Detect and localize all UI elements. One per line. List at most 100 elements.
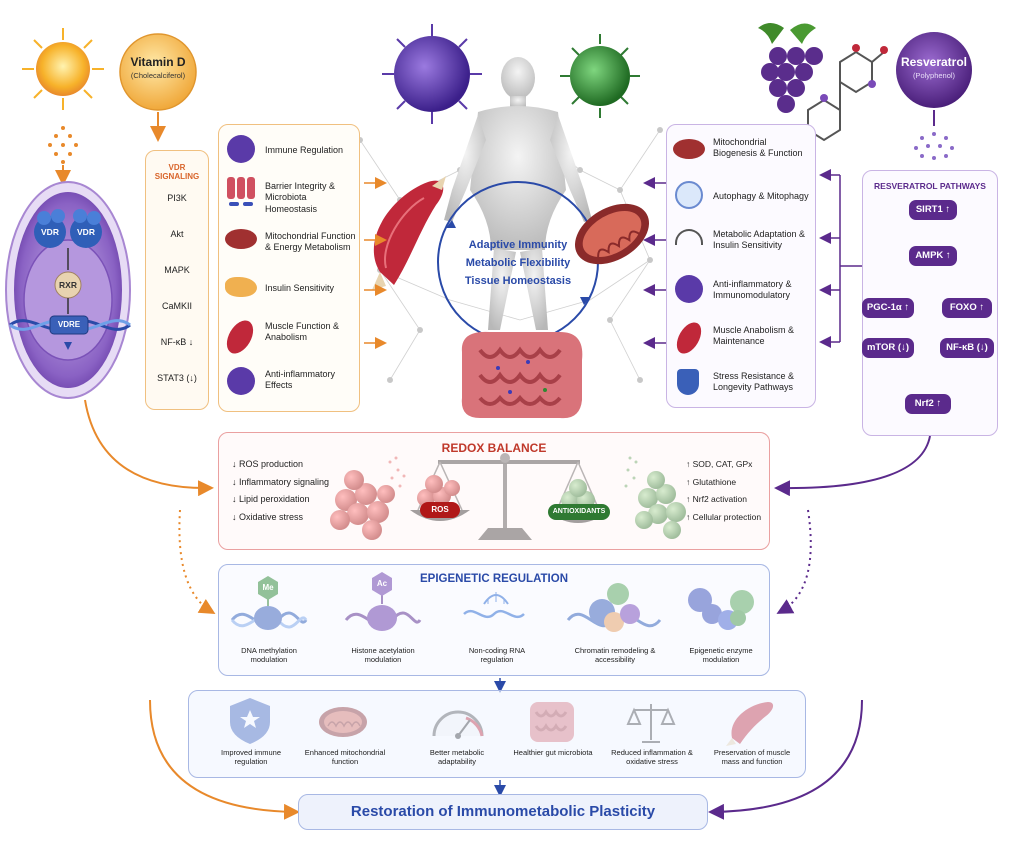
human-body-illustration	[444, 57, 592, 330]
resveratrol-bubble	[896, 32, 972, 108]
resveratrol-label: Resveratrol (Polyphenol)	[896, 55, 972, 80]
barrier-cells-icon	[227, 177, 255, 207]
final-outcome-label: Restoration of Immunometabolic Plasticit…	[350, 803, 656, 820]
ros-pan-label: ROS	[420, 502, 460, 518]
redox-glutathione: ↑ Glutathione	[686, 476, 737, 487]
epi-chromatin-remodeling: Chromatin remodeling & accessibility	[574, 646, 656, 665]
vitamin-d-title: Vitamin D	[130, 55, 186, 69]
vdr-step-camkii: CaMKII	[161, 301, 192, 311]
vdr-step-mapk: MAPK	[164, 265, 190, 275]
vitamin-d-bubble	[119, 33, 197, 111]
acetyl-tag-label: Ac	[376, 579, 388, 588]
res-effect-muscle: Muscle Anabolism & Maintenance	[713, 325, 795, 347]
final-outcome-box: Restoration of Immunometabolic Plasticit…	[298, 794, 708, 830]
epi-enzyme-modulation: Epigenetic enzyme modulation	[689, 646, 753, 665]
redox-ros-production: ↓ ROS production	[232, 459, 304, 469]
outcome-gut: Healthier gut microbiota	[513, 748, 593, 757]
methyl-tag-label: Me	[262, 583, 274, 592]
outcome-inflammation: Reduced inflammation & oxidative stress	[611, 748, 693, 767]
vdr-step-stat3: STAT3 (↓)	[157, 373, 197, 383]
outcome-metabolic: Better metabolic adaptability	[429, 748, 485, 767]
res-effect-metabolic: Metabolic Adaptation & Insulin Sensitivi…	[713, 229, 806, 251]
redox-sod-cat-gpx: ↑ SOD, CAT, GPx	[686, 459, 753, 469]
resveratrol-dots	[914, 132, 954, 160]
pathway-sirt1: SIRT1 ↑	[909, 200, 957, 220]
resveratrol-subtitle: (Polyphenol)	[912, 71, 956, 80]
immunomodulatory-cell-icon	[675, 275, 703, 303]
redox-right-list: ↑ SOD, CAT, GPx ↑ Glutathione ↑ Nrf2 act…	[686, 456, 768, 526]
resveratrol-title: Resveratrol	[900, 55, 968, 69]
vdr-step-nfkb: NF-κB ↓	[160, 337, 194, 347]
outcome-immune: Improved immune regulation	[220, 748, 282, 767]
epi-dna-methylation: DNA methylation modulation	[241, 646, 297, 665]
outcome-mitochondrial: Enhanced mitochondrial function	[304, 748, 386, 767]
vdr-step-akt: Akt	[170, 229, 184, 239]
center-tissue-homeostasis: Tissue Homeostasis	[464, 275, 572, 287]
vdr-signaling-title: VDR SIGNALING	[154, 163, 200, 181]
antioxidants-pan-label: ANTIOXIDANTS	[548, 504, 610, 520]
anti-inflammatory-cell-icon	[227, 367, 255, 395]
vdr-label-1: VDR	[41, 227, 59, 237]
redox-nrf2-activation: ↑ Nrf2 activation	[686, 494, 747, 504]
vitd-effect-anti-inflammatory: Anti-inflammatory Effects	[265, 369, 336, 391]
epi-histone-acetylation: Histone acetylation modulation	[351, 646, 415, 665]
redox-left-list: ↓ ROS production ↓ Inflammatory signalin…	[232, 456, 342, 526]
pathway-nfkb: NF-κB (↓)	[940, 338, 994, 358]
outcomes-panel	[188, 690, 806, 778]
rxr-label: RXR	[59, 280, 77, 290]
vitamin-d-effects-panel: Immune Regulation Barrier Integrity & Mi…	[218, 124, 360, 412]
vitd-effect-immune: Immune Regulation	[265, 145, 344, 155]
center-adaptive-immunity: Adaptive Immunity	[468, 239, 568, 251]
pathway-mtor: mTOR (↓)	[862, 338, 914, 358]
metabolic-gauge-icon	[675, 229, 703, 245]
vitamin-d-label: Vitamin D (Cholecalciferol)	[120, 55, 196, 80]
pancreas-icon	[225, 277, 257, 297]
vitd-effect-insulin: Insulin Sensitivity	[265, 283, 335, 293]
grapes-icon	[758, 23, 823, 113]
stress-shield-icon	[677, 369, 699, 395]
pathway-pgc1a: PGC-1α ↑	[862, 298, 914, 318]
vdr-step-pi3k: PI3K	[167, 193, 187, 203]
res-effect-anti-inflammatory: Anti-inflammatory & Immunomodulatory	[713, 279, 792, 301]
resveratrol-effects-panel: Mitochondrial Biogenesis & Function Auto…	[666, 124, 816, 408]
epigenetic-title: EPIGENETIC REGULATION	[419, 573, 569, 585]
autophagy-icon	[675, 181, 703, 209]
center-metabolic-flexibility: Metabolic Flexibility	[465, 257, 571, 269]
sun-rays-dots	[48, 126, 78, 164]
vdr-signaling-panel: VDR SIGNALING PI3K Akt MAPK CaMKII NF-κB…	[145, 150, 209, 410]
vitd-effect-muscle: Muscle Function & Anabolism	[265, 321, 340, 343]
muscle-illustration-left	[372, 176, 446, 290]
vitd-effect-barrier: Barrier Integrity & Microbiota Homeostas…	[265, 181, 336, 214]
res-effect-mitochondrial: Mitochondrial Biogenesis & Function	[713, 137, 803, 159]
purple-virus-icon	[382, 24, 482, 124]
pathway-ampk: AMPK ↑	[909, 246, 957, 266]
redox-title: REDOX BALANCE	[441, 441, 547, 455]
center-labels: Adaptive Immunity Metabolic Flexibility …	[462, 236, 574, 290]
vitd-effect-mitochondrial: Mitochondrial Function & Energy Metaboli…	[265, 231, 356, 253]
immune-cell-icon	[227, 135, 255, 163]
redox-inflammatory-signaling: ↓ Inflammatory signaling	[232, 476, 330, 487]
redox-balance-panel: REDOX BALANCE	[218, 432, 770, 550]
res-effect-stress: Stress Resistance & Longevity Pathways	[713, 371, 795, 393]
muscle-small-icon	[221, 315, 259, 359]
pathway-nrf2: Nrf2 ↑	[905, 394, 951, 414]
redox-cellular-protection: ↑ Cellular protection	[686, 511, 762, 522]
outcome-muscle: Preservation of muscle mass and function	[713, 748, 791, 767]
vitamin-d-subtitle: (Cholecalciferol)	[130, 71, 186, 80]
pathway-foxo: FOXO ↑	[942, 298, 992, 318]
redox-lipid-peroxidation: ↓ Lipid peroxidation	[232, 494, 310, 504]
epi-non-coding-rna: Non-coding RNA regulation	[468, 646, 526, 665]
sun-icon	[22, 28, 104, 110]
mitochondrion-small-icon	[225, 229, 257, 249]
gut-illustration	[461, 331, 583, 419]
green-virus-icon	[560, 34, 640, 118]
mitochondrion-illustration-center	[575, 203, 649, 265]
epigenetic-regulation-panel: EPIGENETIC REGULATION	[218, 564, 770, 676]
mitochondrial-biogenesis-icon	[673, 139, 705, 159]
muscle-anabolism-icon	[671, 318, 707, 358]
vdr-label-2: VDR	[77, 227, 95, 237]
resveratrol-pathways-title: RESVERATROL PATHWAYS	[874, 181, 986, 191]
res-effect-autophagy: Autophagy & Mitophagy	[713, 191, 809, 201]
redox-oxidative-stress: ↓ Oxidative stress	[232, 511, 304, 522]
vdre-label: VDRE	[57, 320, 81, 329]
